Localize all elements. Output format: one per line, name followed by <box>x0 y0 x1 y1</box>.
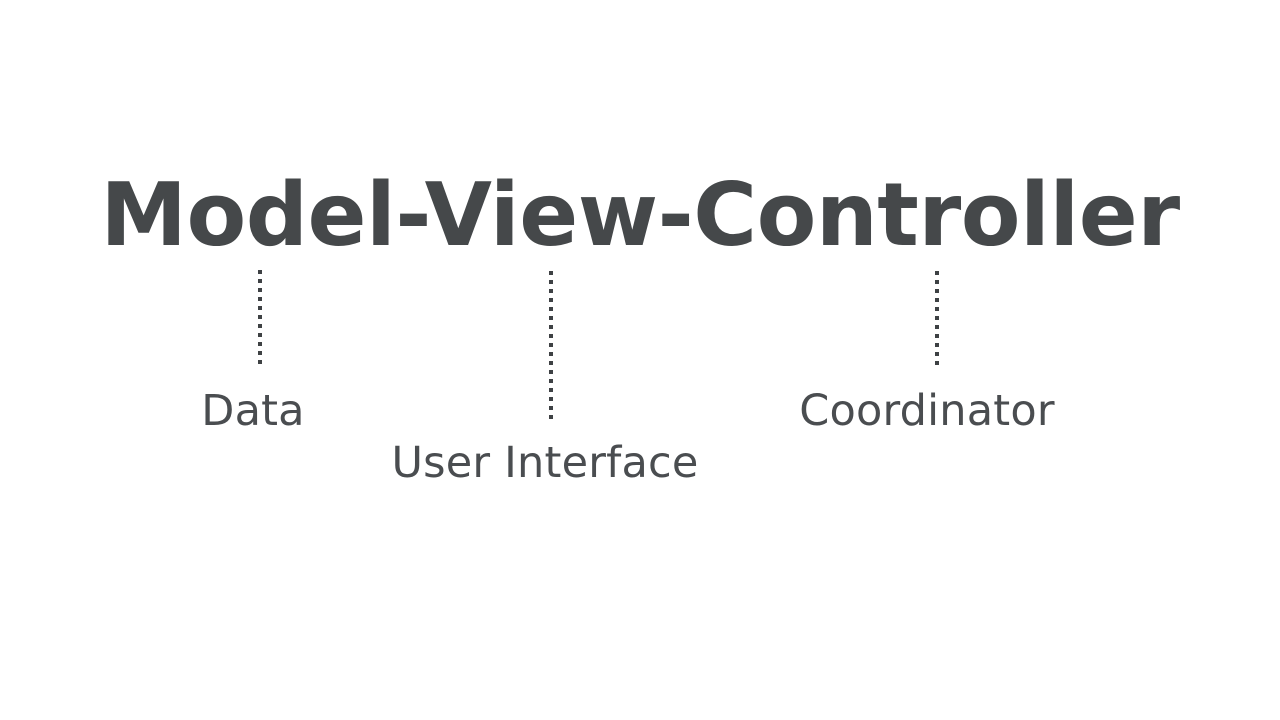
annotation-label-controller: Coordinator <box>799 386 1055 436</box>
annotation-label-view: User Interface <box>391 438 699 488</box>
page-title: Model-View-Controller <box>100 164 1180 266</box>
dotted-leader-view <box>549 271 553 419</box>
dotted-leader-controller <box>935 271 939 369</box>
dotted-leader-model <box>258 270 262 368</box>
annotation-label-model: Data <box>201 386 305 436</box>
